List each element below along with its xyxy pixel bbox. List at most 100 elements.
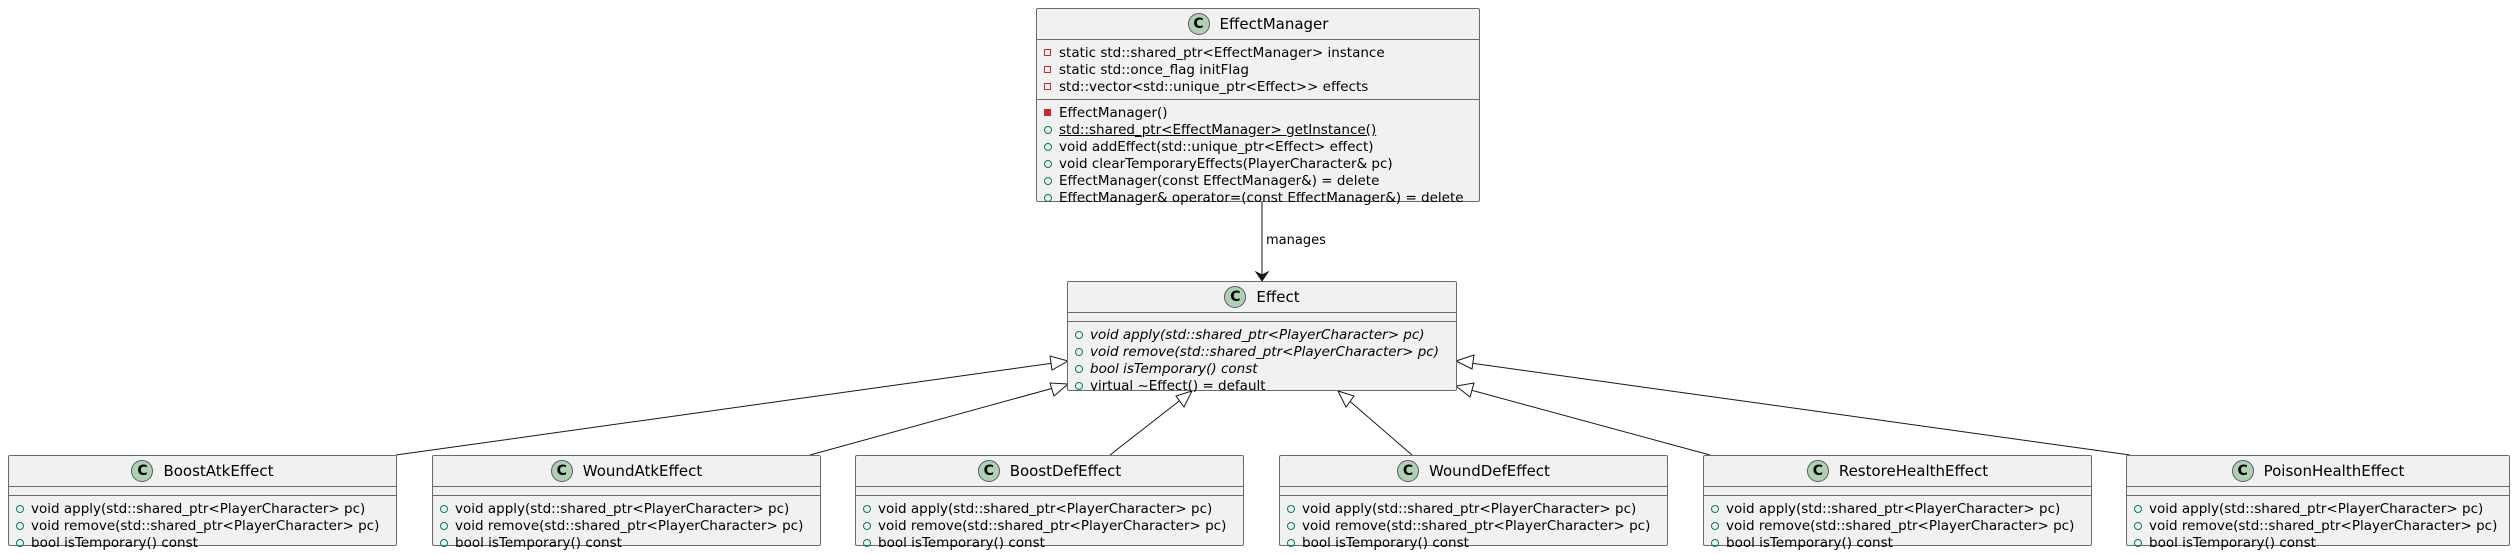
private-visibility-icon	[1043, 65, 1053, 75]
class-header: C PoisonHealthEffect	[2127, 456, 2509, 487]
class-badge-icon: C	[1187, 13, 1210, 35]
method-row: bool isTemporary() const	[2133, 534, 2509, 551]
fields-section	[9, 487, 396, 496]
method-row: void remove(std::shared_ptr<PlayerCharac…	[2133, 517, 2509, 534]
field-text: static std::shared_ptr<EffectManager> in…	[1059, 44, 1385, 61]
method-text: void remove(std::shared_ptr<PlayerCharac…	[1302, 517, 1651, 534]
class-badge-icon: C	[2231, 460, 2254, 482]
method-row: EffectManager& operator=(const EffectMan…	[1043, 189, 1479, 206]
methods-section: void apply(std::shared_ptr<PlayerCharact…	[1280, 496, 1667, 555]
class-wounddefeffect[interactable]: C WoundDefEffect void apply(std::shared_…	[1279, 455, 1668, 551]
inheritance-triangles	[1049, 354, 1475, 408]
inheritance-line-poisonhealth	[1455, 360, 2131, 456]
method-text: void apply(std::shared_ptr<PlayerCharact…	[1302, 500, 1637, 517]
method-row: void remove(std::shared_ptr<PlayerCharac…	[862, 517, 1243, 534]
public-visibility-icon	[1710, 521, 1720, 531]
methods-section: void apply(std::shared_ptr<PlayerCharact…	[1704, 496, 2091, 555]
inheritance-edges	[395, 360, 2131, 456]
public-visibility-icon	[862, 538, 872, 548]
private-method-icon	[1043, 108, 1053, 118]
public-visibility-icon	[15, 504, 25, 514]
fields-section	[433, 487, 820, 496]
class-name: Effect	[1256, 288, 1300, 306]
class-name: WoundDefEffect	[1429, 462, 1550, 480]
public-visibility-icon	[1710, 538, 1720, 548]
public-visibility-icon	[1043, 142, 1053, 152]
method-text: virtual ~Effect() = default	[1090, 377, 1266, 394]
method-row: void remove(std::shared_ptr<PlayerCharac…	[15, 517, 396, 534]
public-visibility-icon	[1043, 176, 1053, 186]
method-row: void remove(std::shared_ptr<PlayerCharac…	[1074, 343, 1456, 360]
class-woundatkeffect[interactable]: C WoundAtkEffect void apply(std::shared_…	[432, 455, 821, 551]
class-header: C WoundAtkEffect	[433, 456, 820, 487]
method-text: bool isTemporary() const	[2149, 534, 2316, 551]
inheritance-line-woundatk	[809, 383, 1069, 456]
method-text: void remove(std::shared_ptr<PlayerCharac…	[1090, 343, 1439, 360]
method-row: void remove(std::shared_ptr<PlayerCharac…	[439, 517, 820, 534]
methods-section: void apply(std::shared_ptr<PlayerCharact…	[9, 496, 396, 555]
inheritance-head-poisonhealth	[1454, 354, 1475, 370]
method-row: void apply(std::shared_ptr<PlayerCharact…	[1710, 500, 2091, 517]
fields-section	[1280, 487, 1667, 496]
class-boostatkeffect[interactable]: C BoostAtkEffect void apply(std::shared_…	[8, 455, 397, 551]
method-text: bool isTemporary() const	[1302, 534, 1469, 551]
class-header: C RestoreHealthEffect	[1704, 456, 2091, 487]
class-badge-icon: C	[1806, 460, 1829, 482]
methods-section: void apply(std::shared_ptr<PlayerCharact…	[433, 496, 820, 555]
method-text: void apply(std::shared_ptr<PlayerCharact…	[1726, 500, 2061, 517]
public-visibility-icon	[2133, 521, 2143, 531]
manages-arrowhead	[1254, 270, 1270, 282]
inheritance-head-wounddef	[1337, 390, 1355, 408]
class-boostdefeffect[interactable]: C BoostDefEffect void apply(std::shared_…	[855, 455, 1244, 551]
method-row: void apply(std::shared_ptr<PlayerCharact…	[862, 500, 1243, 517]
method-row: bool isTemporary() const	[439, 534, 820, 551]
class-header: C WoundDefEffect	[1280, 456, 1667, 487]
method-row: void clearTemporaryEffects(PlayerCharact…	[1043, 155, 1479, 172]
method-text: void apply(std::shared_ptr<PlayerCharact…	[1090, 326, 1425, 343]
class-effect[interactable]: C Effect void apply(std::shared_ptr<Play…	[1067, 281, 1457, 394]
fields-section	[856, 487, 1243, 496]
class-header: C BoostDefEffect	[856, 456, 1243, 487]
method-text: void remove(std::shared_ptr<PlayerCharac…	[1726, 517, 2075, 534]
method-row: void apply(std::shared_ptr<PlayerCharact…	[15, 500, 396, 517]
public-visibility-icon	[1286, 504, 1296, 514]
method-text: void remove(std::shared_ptr<PlayerCharac…	[2149, 517, 2498, 534]
method-row: void remove(std::shared_ptr<PlayerCharac…	[1286, 517, 1667, 534]
public-visibility-icon	[862, 504, 872, 514]
public-visibility-icon	[439, 521, 449, 531]
method-text: void addEffect(std::unique_ptr<Effect> e…	[1059, 138, 1374, 155]
method-text: bool isTemporary() const	[878, 534, 1045, 551]
class-badge-icon: C	[550, 460, 573, 482]
private-visibility-icon	[1043, 82, 1053, 92]
class-restorehealtheffect[interactable]: C RestoreHealthEffect void apply(std::sh…	[1703, 455, 2092, 551]
method-row: void apply(std::shared_ptr<PlayerCharact…	[1074, 326, 1456, 343]
method-row: bool isTemporary() const	[1074, 360, 1456, 377]
class-header: C Effect	[1068, 282, 1456, 313]
fields-section: static std::shared_ptr<EffectManager> in…	[1037, 40, 1479, 100]
method-row: std::shared_ptr<EffectManager> getInstan…	[1043, 121, 1479, 138]
class-name: PoisonHealthEffect	[2263, 462, 2405, 480]
method-text: EffectManager()	[1059, 104, 1168, 121]
field-row: static std::shared_ptr<EffectManager> in…	[1043, 44, 1479, 61]
method-row: bool isTemporary() const	[15, 534, 396, 551]
method-row: virtual ~Effect() = default	[1074, 377, 1456, 394]
public-visibility-icon	[1043, 159, 1053, 169]
method-text: void apply(std::shared_ptr<PlayerCharact…	[31, 500, 366, 517]
public-visibility-icon	[1074, 330, 1084, 340]
inheritance-line-boostatk	[395, 360, 1069, 456]
method-text: void apply(std::shared_ptr<PlayerCharact…	[878, 500, 1213, 517]
class-badge-icon: C	[1224, 286, 1247, 308]
method-text: EffectManager(const EffectManager&) = de…	[1059, 172, 1380, 189]
class-effectmanager[interactable]: C EffectManager static std::shared_ptr<E…	[1036, 8, 1480, 206]
private-visibility-icon	[1043, 48, 1053, 58]
public-visibility-icon	[1074, 364, 1084, 374]
public-visibility-icon	[1710, 504, 1720, 514]
method-text: void remove(std::shared_ptr<PlayerCharac…	[878, 517, 1227, 534]
public-visibility-icon	[1043, 125, 1053, 135]
class-poisonhealtheffect[interactable]: C PoisonHealthEffect void apply(std::sha…	[2126, 455, 2510, 551]
method-text: std::shared_ptr<EffectManager> getInstan…	[1059, 121, 1377, 138]
public-visibility-icon	[1074, 381, 1084, 391]
method-row: void remove(std::shared_ptr<PlayerCharac…	[1710, 517, 2091, 534]
method-text: bool isTemporary() const	[1090, 360, 1258, 377]
